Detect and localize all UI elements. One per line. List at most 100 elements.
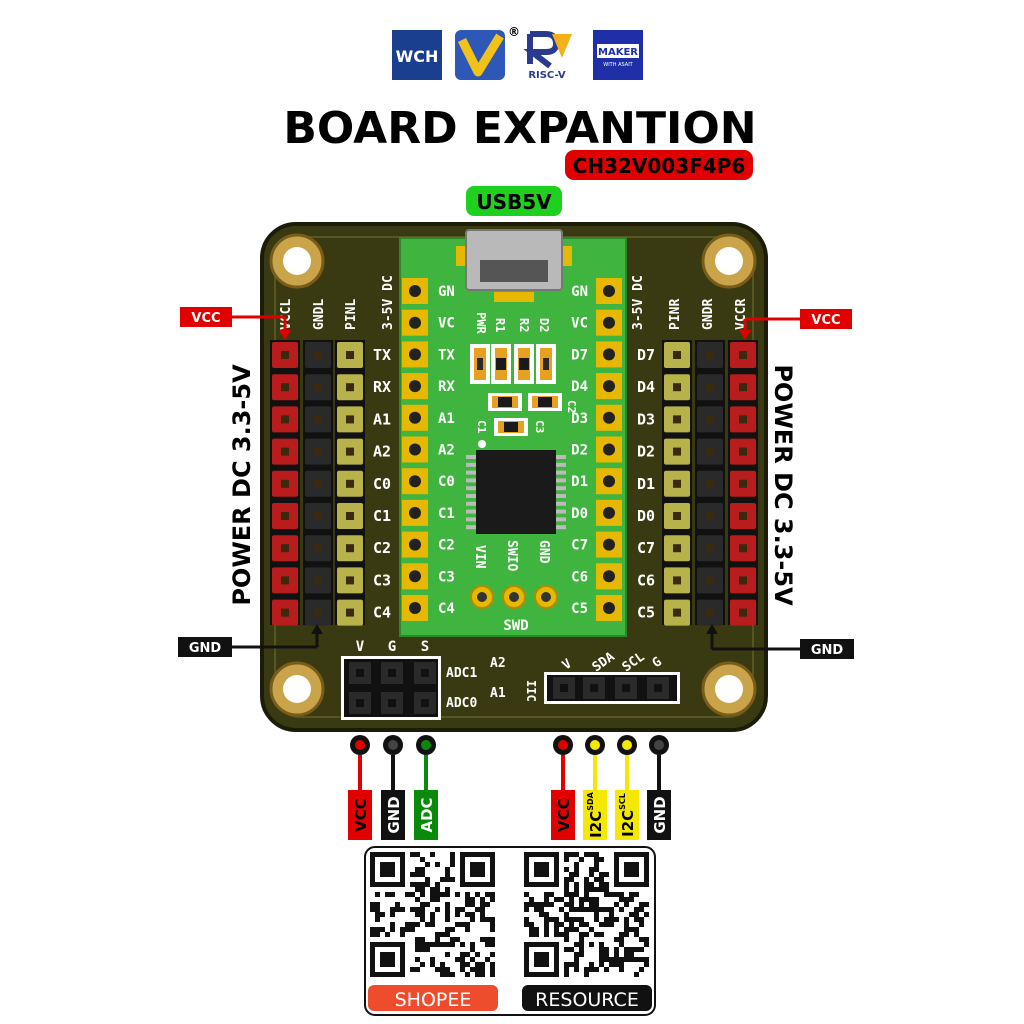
swd-pin-label-vin: VIN xyxy=(472,545,487,569)
r1-label: R1 xyxy=(493,318,507,332)
right-pin-label: D2 xyxy=(637,443,655,461)
right-pin-label: D7 xyxy=(637,346,655,364)
module-pins xyxy=(402,278,622,621)
module-left-pin-label: GN xyxy=(438,284,455,300)
right-header-label-gndr: GNDR xyxy=(701,299,716,330)
module-right-pin-label: C5 xyxy=(571,601,588,617)
left-header-label-pinl: PINL xyxy=(344,299,359,330)
adc-breakout-tag xyxy=(414,790,438,840)
module-right-pin-label: D2 xyxy=(571,443,588,459)
qr-code-shopee[interactable] xyxy=(370,852,495,977)
iic-breakout-tag xyxy=(583,790,607,840)
left-header-label-gndl: GNDL xyxy=(312,299,327,330)
wch-logo xyxy=(392,30,442,80)
right-gnd-callout-text: GND xyxy=(811,643,844,658)
iic-breakout-3: GND xyxy=(647,735,671,840)
module-left-pin-label: TX xyxy=(438,347,455,363)
module-right-pin-label: C6 xyxy=(571,569,588,585)
iic-header: IIC V SDA SCL G xyxy=(524,649,680,704)
module-left-pin-label: RX xyxy=(438,379,455,395)
adc-breakout-label: ADC xyxy=(418,797,436,832)
adc-row-adc1: ADC1 xyxy=(446,666,477,681)
adc-breakout-label: VCC xyxy=(352,798,370,832)
right-gnd-callout xyxy=(800,639,854,659)
module-right-pin-label: GN xyxy=(571,284,588,300)
maker-text: MAKER xyxy=(598,47,638,58)
module-right-pin-label: VC xyxy=(571,316,588,332)
usb-connector xyxy=(456,229,572,302)
adc-col-v: V xyxy=(356,639,365,655)
right-pin-label: D3 xyxy=(637,410,655,428)
mounting-holes xyxy=(269,233,757,717)
module-pin-labels: GNVCTXRXA1A2C0C1C2C3C4GNVCD7D4D3D2D1D0C7… xyxy=(438,284,588,617)
chip-name: CH32V003F4P6 xyxy=(573,154,746,178)
iic-breakout-tag xyxy=(647,790,671,840)
v-logo: ® xyxy=(455,25,520,80)
left-pin-label: C3 xyxy=(373,571,391,589)
left-vcc-callout-text: VCC xyxy=(191,311,220,326)
right-header-label-pinr: PINR xyxy=(668,299,683,330)
iic-breakout-1: I2CSDA xyxy=(583,735,607,840)
shopee-label: SHOPEE xyxy=(395,989,472,1011)
module-left-pin-label: A2 xyxy=(438,443,455,459)
usb-label: USB5V xyxy=(476,190,552,214)
module-left-pin-label: C3 xyxy=(438,569,455,585)
adc-breakout-0: VCC xyxy=(348,735,372,840)
module-left-pin-label: C1 xyxy=(438,506,455,522)
module-right-pin-label: D1 xyxy=(571,474,588,490)
adc-col-g: G xyxy=(388,639,396,655)
adc-row-adc0: ADC0 xyxy=(446,696,477,711)
left-pin-label: A1 xyxy=(373,410,391,428)
left-pin-label: C2 xyxy=(373,539,391,557)
side-callouts: VCC VCC GND GND xyxy=(178,307,854,659)
qr-code-resource[interactable] xyxy=(524,852,649,977)
resource-button[interactable] xyxy=(522,985,652,1011)
right-pin-label: D4 xyxy=(637,378,655,396)
iic-breakout-2: I2CSCL xyxy=(615,735,639,840)
ch32-module xyxy=(399,237,627,637)
right-header-label-vccr: VCCR xyxy=(734,299,749,330)
right-pin-label: D0 xyxy=(637,507,655,525)
module-left-pin-label: VC xyxy=(438,316,455,332)
c3-label: C3 xyxy=(533,420,546,433)
left-board-power-label: 3-5V DC xyxy=(381,275,396,330)
module-left-pin-label: C4 xyxy=(438,601,455,617)
riscv-logo: RISC-V xyxy=(523,31,572,81)
adc-breakout-2: ADC xyxy=(414,735,438,840)
adc-ch-a2: A2 xyxy=(490,656,506,671)
left-pin-label: C1 xyxy=(373,507,391,525)
iic-breakout-0: VCC xyxy=(551,735,575,840)
module-left-pin-label: A1 xyxy=(438,411,455,427)
iic-breakout-tag xyxy=(551,790,575,840)
left-pin-label: RX xyxy=(373,378,391,396)
right-vcc-callout-text: VCC xyxy=(811,313,840,328)
adc-header: V G S ADC1 ADC0 A2 A1 xyxy=(341,639,506,720)
d2-label: D2 xyxy=(537,318,551,332)
right-pin-label: C7 xyxy=(637,539,655,557)
right-pin-label: D1 xyxy=(637,475,655,493)
maker-logo: MAKER WITH ASAIT xyxy=(593,30,643,80)
left-pin-label: A2 xyxy=(373,443,391,461)
c1-label: C1 xyxy=(475,420,488,434)
wch-logo-text: WCH xyxy=(396,47,439,66)
shopee-button[interactable] xyxy=(368,985,498,1011)
module-right-pin-label: D7 xyxy=(571,347,588,363)
adc-col-s: S xyxy=(421,639,429,655)
module-left-pin-label: C2 xyxy=(438,538,455,554)
left-pin-label: TX xyxy=(373,346,391,364)
right-board-power-label: 3-5V DC xyxy=(631,275,646,330)
module-right-pin-label: D4 xyxy=(571,379,588,395)
adc-breakout-tag xyxy=(381,790,405,840)
iic-breakout-label: GND xyxy=(651,796,669,833)
right-pin-label: C5 xyxy=(637,604,655,622)
logo-row: WCH ® RISC-V MAKER WITH ASAIT xyxy=(392,25,643,81)
c2-label: C2 xyxy=(565,400,578,413)
right-vcc-callout xyxy=(800,309,852,329)
left-vcc-callout xyxy=(180,307,232,327)
left-pin-label: C0 xyxy=(373,475,391,493)
iic-label: IIC xyxy=(524,680,538,702)
swd-pin-label-swio: SWIO xyxy=(504,540,519,571)
